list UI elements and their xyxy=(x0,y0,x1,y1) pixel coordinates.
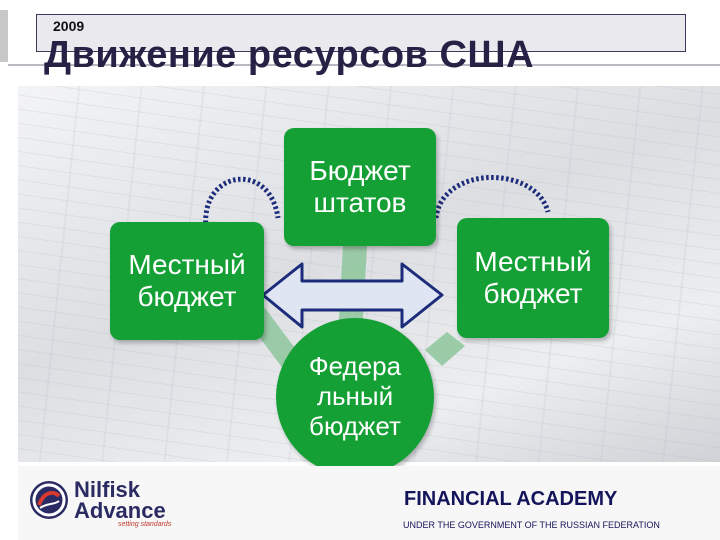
top-rule xyxy=(8,64,720,66)
logo-name-line1: Nilfisk xyxy=(74,477,141,502)
logo-name-line2: Advance xyxy=(74,498,166,523)
dotted-arc-right xyxy=(433,175,551,219)
logo-tagline: setting standards xyxy=(118,521,172,528)
academy-subtitle: UNDER THE GOVERNMENT OF THE RUSSIAN FEDE… xyxy=(403,520,660,530)
connector-right-federal xyxy=(425,332,465,366)
footer xyxy=(18,466,720,540)
double-arrow xyxy=(261,262,444,329)
left-rule xyxy=(0,10,8,62)
academy-name: FINANCIAL ACADEMY xyxy=(404,488,618,510)
slide-title: Движение ресурсов США xyxy=(44,34,535,76)
dotted-arc-left xyxy=(203,176,281,229)
year-label: 2009 xyxy=(53,18,85,34)
title-frame xyxy=(36,14,686,52)
nilfisk-logo-icon xyxy=(30,481,68,519)
